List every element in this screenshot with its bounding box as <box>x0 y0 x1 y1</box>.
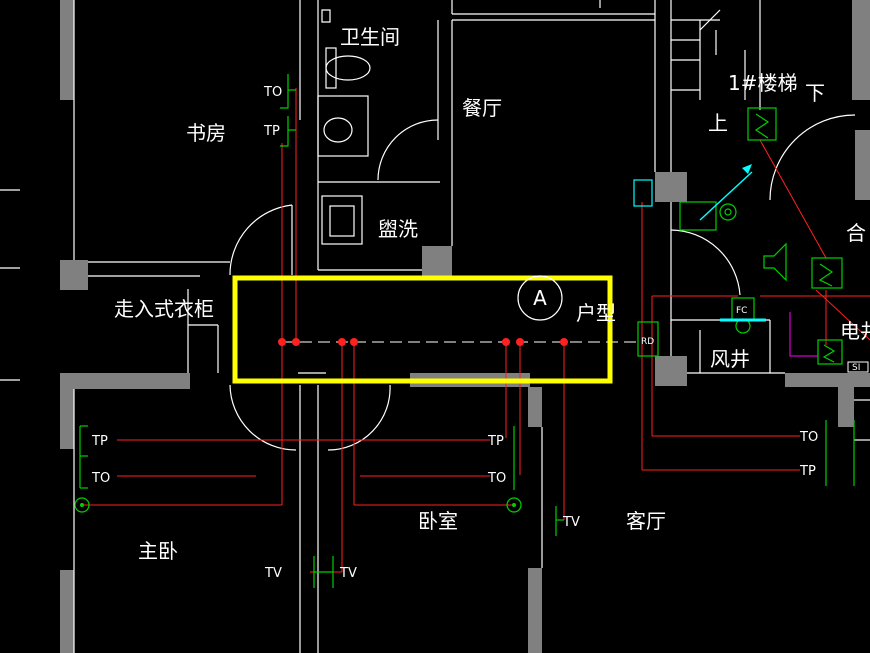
axis-marker-label: A <box>533 286 547 310</box>
axis-circle <box>517 275 563 321</box>
room-master: 主卧 <box>138 539 178 563</box>
room-study: 书房 <box>186 121 226 145</box>
room-bedroom: 卧室 <box>418 509 458 533</box>
outlet-to-label: TO <box>91 471 110 486</box>
wire-node <box>502 338 510 346</box>
room-elec: 电井 <box>840 319 870 343</box>
room-stair: 1#楼梯 <box>728 71 797 95</box>
fc-box-label: FC <box>736 306 747 316</box>
room-wind: 风井 <box>710 347 750 371</box>
device-labels: TO TP TP TO TP TO TV TV TV TO TP RD FC S… <box>91 85 860 581</box>
room-living: 客厅 <box>626 509 666 533</box>
room-walkin: 走入式衣柜 <box>114 297 214 321</box>
outlet-to-label: TO <box>487 471 506 486</box>
room-wash: 盥洗 <box>378 217 418 241</box>
stair-down: 下 <box>805 81 825 105</box>
wire-node <box>350 338 358 346</box>
wire-node <box>516 338 524 346</box>
outlet-tv-label: TV <box>339 566 357 581</box>
room-unit-type: 户型 <box>576 301 616 325</box>
outlet-tv-label: TV <box>562 515 580 530</box>
rd-box-label: RD <box>641 337 654 347</box>
room-he: 合 <box>846 221 866 245</box>
outlet-to-label: TO <box>263 85 282 100</box>
outlet-tp-label: TP <box>799 464 816 479</box>
outlet-tp-label: TP <box>91 434 108 449</box>
outlet-tv-label: TV <box>264 566 282 581</box>
room-toilet: 卫生间 <box>340 25 400 49</box>
trunk-line <box>278 338 640 346</box>
outlet-tp-label: TP <box>487 434 504 449</box>
si-label: SI <box>852 363 860 373</box>
highlight-box[interactable] <box>232 275 613 384</box>
wire-node <box>278 338 286 346</box>
room-labels: 卫生间 餐厅 书房 1#楼梯 下 上 盥洗 合 走入式衣柜 户型 电井 风井 卧… <box>114 25 870 563</box>
room-dining: 餐厅 <box>462 96 502 120</box>
outlet-to-label: TO <box>799 430 818 445</box>
device-symbols <box>74 74 869 588</box>
red-wiring <box>82 88 870 573</box>
outlet-tp-label: TP <box>263 124 280 139</box>
wire-node <box>338 338 346 346</box>
wire-node <box>560 338 568 346</box>
wire-node <box>292 338 300 346</box>
stair-up: 上 <box>708 111 728 135</box>
